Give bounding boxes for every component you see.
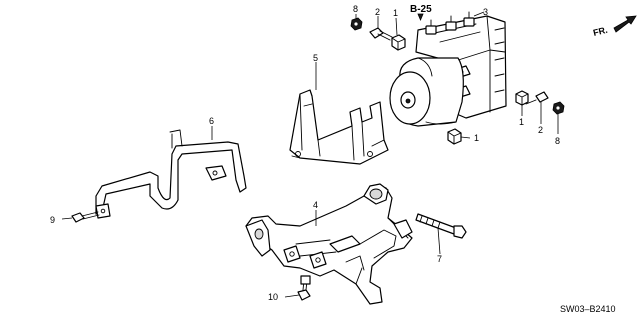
bolt-right: [525, 91, 549, 105]
callout-2-right: 2: [538, 125, 543, 135]
callout-1-right: 1: [519, 117, 524, 127]
callout-6: 6: [209, 116, 214, 126]
nut-upper: [350, 17, 363, 31]
bolt-part-9: [71, 211, 100, 223]
bolt-part-10: [297, 275, 311, 301]
modulator-bracket: [289, 89, 389, 165]
callout-10: 10: [268, 292, 278, 302]
mount-bushing-upper: [391, 34, 406, 51]
leader-lines: [61, 11, 559, 298]
front-indicator-label: FR.: [592, 25, 608, 38]
abs-modulator-unit: [389, 11, 507, 127]
callout-4: 4: [313, 200, 318, 210]
nut-right: [552, 101, 565, 115]
long-bolt-part-7: [415, 213, 467, 239]
callout-5: 5: [313, 53, 318, 63]
mounting-base-bracket: [245, 183, 413, 305]
front-arrow-icon: [613, 15, 637, 33]
reference-b25: B-25: [410, 4, 432, 22]
callout-1-upper: 1: [393, 8, 398, 18]
callout-7: 7: [437, 254, 442, 264]
front-direction-indicator: FR.: [592, 15, 637, 38]
callout-9: 9: [50, 215, 55, 225]
pipe-support-bracket: [95, 129, 247, 219]
callout-8-right: 8: [555, 136, 560, 146]
bolt-upper: [369, 27, 393, 41]
reference-code-label: B-25: [410, 4, 432, 15]
mount-bushing-right: [515, 90, 529, 106]
mount-bushing-lower: [447, 128, 462, 145]
callout-2-upper: 2: [375, 7, 380, 17]
callout-numbers: 1 1 1 2 2 3 4 5 6 7 8 8 9 10: [50, 4, 560, 302]
callout-3: 3: [483, 7, 488, 17]
callout-1-lower: 1: [474, 133, 479, 143]
catalog-code: SW03–B2410: [560, 304, 616, 314]
callout-8-upper: 8: [353, 4, 358, 14]
